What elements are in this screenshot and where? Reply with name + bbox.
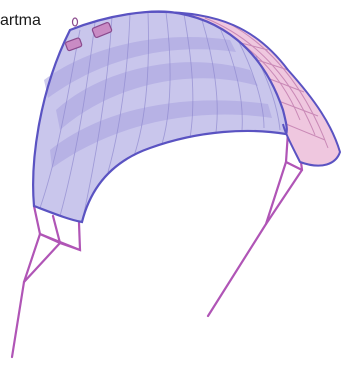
left-suspension-lines [12, 206, 80, 357]
right-suspension-lines [208, 132, 302, 316]
top-loop [73, 18, 78, 26]
